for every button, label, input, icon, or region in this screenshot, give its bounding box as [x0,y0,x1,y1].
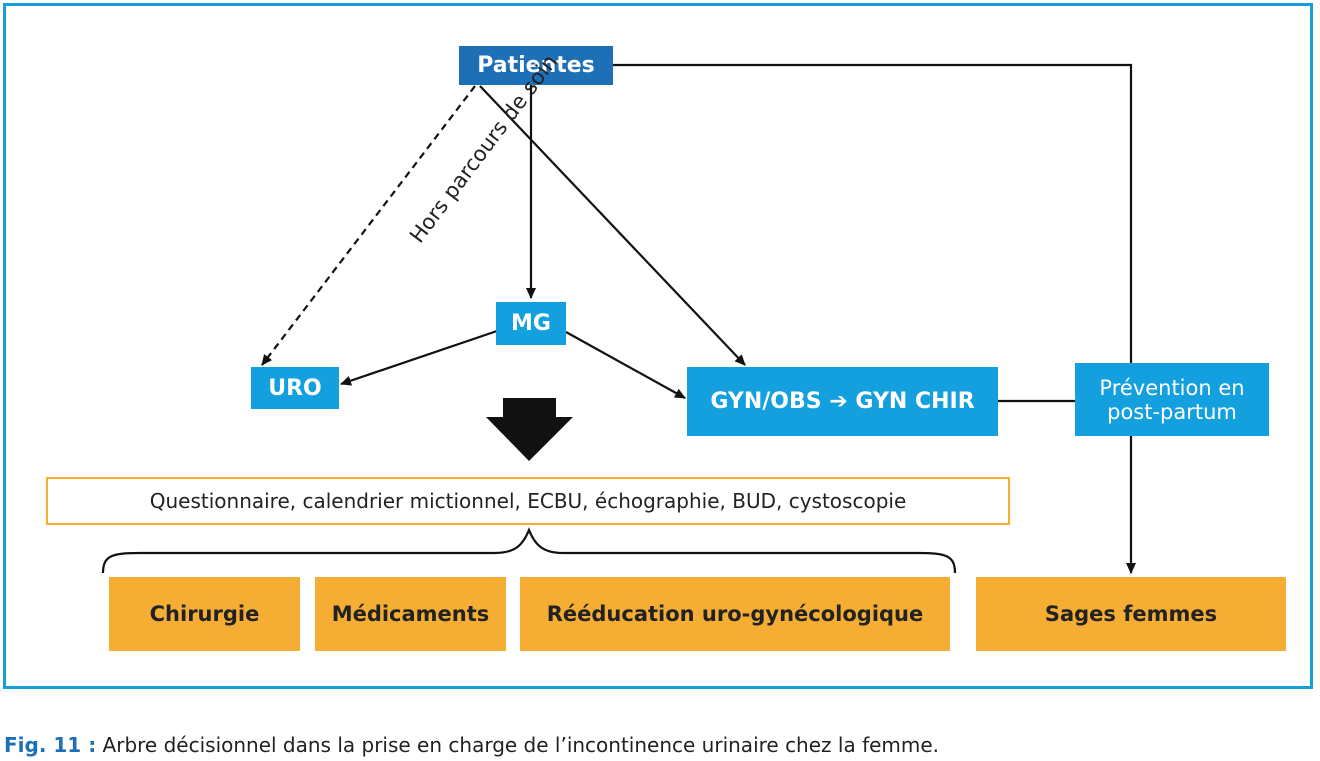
arrow-mg-to-gyn [565,331,686,399]
mg-node: MG [496,302,566,345]
curly-brace [101,527,957,574]
treatment-reeducation-label: Rééducation uro-gynécologique [546,602,924,626]
big-down-arrow [486,398,573,461]
prevention-node: Prévention en post-partum [1075,363,1269,436]
gyn-node: GYN/OBS ➔ GYN CHIR [687,367,998,436]
arrow-patientes-to-gyn [479,85,746,366]
prevention-label-line1: Prévention en [1099,375,1245,400]
uro-node: URO [251,367,339,409]
prevention-label-line2: post-partum [1107,399,1237,424]
caption-label: Fig. 11 : [4,733,97,757]
caption-text: Arbre décisionnel dans la prise en charg… [96,733,940,757]
exams-text: Questionnaire, calendrier mictionnel, EC… [149,489,907,513]
exams-box: Questionnaire, calendrier mictionnel, EC… [46,477,1010,525]
treatment-chirurgie-label: Chirurgie [149,602,260,626]
treatment-reeducation: Rééducation uro-gynécologique [520,577,950,651]
treatment-medicaments-label: Médicaments [331,602,490,626]
mg-label: MG [511,311,551,336]
arrow-patientes-to-uro-dashed [261,85,476,366]
figure-caption: Fig. 11 : Arbre décisionnel dans la pris… [4,733,939,757]
gyn-label: GYN/OBS ➔ GYN CHIR [710,389,975,414]
treatment-medicaments: Médicaments [315,577,506,651]
diagram-frame [3,3,1313,689]
sages-femmes-label: Sages femmes [1044,602,1218,626]
arrow-mg-to-uro [340,329,498,386]
patientes-label: Patientes [477,53,595,78]
patientes-node: Patientes [459,46,613,85]
arrow-patientes-to-sages-femmes [613,63,1133,363]
treatment-chirurgie: Chirurgie [109,577,300,651]
sages-femmes-box: Sages femmes [976,577,1286,651]
uro-label: URO [268,375,322,401]
